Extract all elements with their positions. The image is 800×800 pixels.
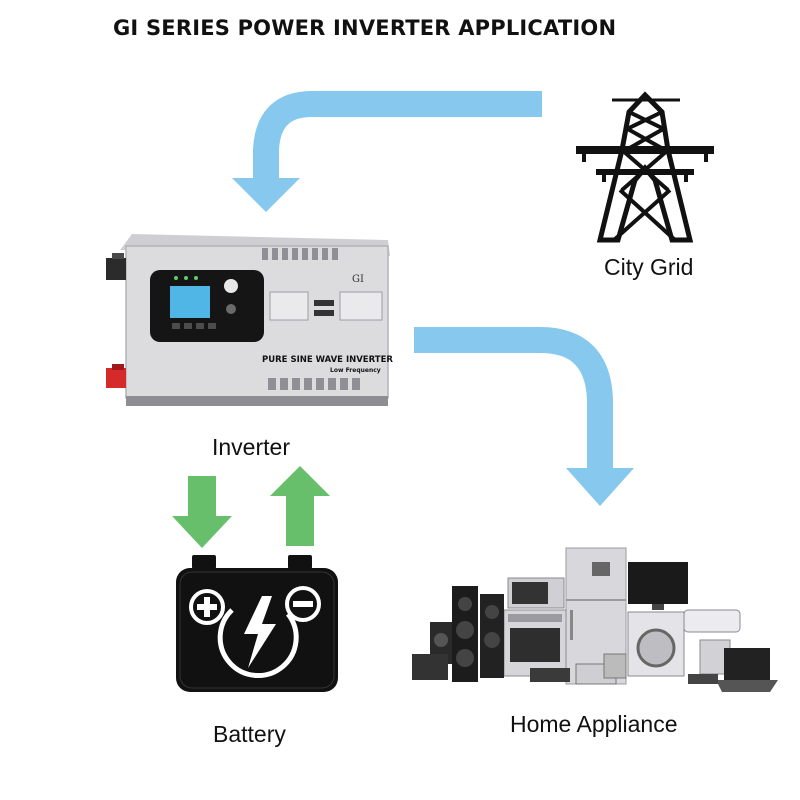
red-terminal (106, 368, 126, 388)
grid-to-inverter-arrow (232, 91, 542, 212)
discharge-arrow-up (270, 466, 330, 546)
inverter-brand: GI (352, 274, 364, 285)
diagram-title: GI SERIES POWER INVERTER APPLICATION (113, 16, 617, 40)
lcd-screen (170, 286, 210, 318)
home-appliances-icon (412, 547, 778, 692)
home-appliance-label: Home Appliance (510, 711, 678, 737)
inverter-label: Inverter (212, 434, 290, 460)
lightning-icon (217, 596, 299, 679)
inverter-device: GI PURE SINE WAVE INVERTER Low Frequency (106, 234, 393, 406)
battery-label: Battery (213, 721, 286, 747)
inverter-main-text: PURE SINE WAVE INVERTER (262, 355, 393, 365)
inverter-to-appliance-arrow (414, 327, 634, 506)
inverter-sub-text: Low Frequency (330, 367, 381, 374)
plus-icon (189, 589, 225, 625)
battery-icon (176, 555, 338, 692)
charge-arrow-down (172, 476, 232, 548)
minus-icon (285, 586, 321, 622)
city-grid-label: City Grid (604, 254, 694, 280)
transmission-tower-icon (576, 91, 714, 243)
